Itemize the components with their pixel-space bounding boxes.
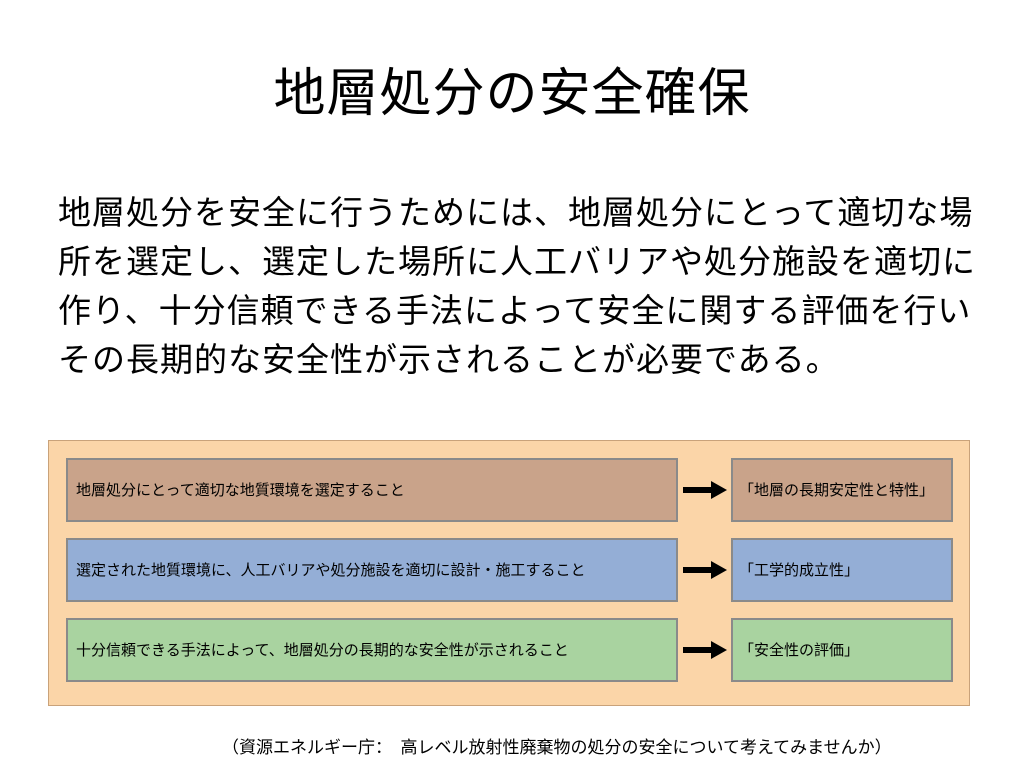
- condition-box-engineering: 選定された地質環境に、人工バリアや処分施設を適切に設計・施工すること: [66, 538, 678, 602]
- slide-title: 地層処分の安全確保: [273, 64, 751, 124]
- safety-diagram: 地層処分にとって適切な地質環境を選定すること 「地層の長期安定性と特性」 選定さ…: [48, 440, 970, 706]
- condition-box-geology: 地層処分にとって適切な地質環境を選定すること: [66, 458, 678, 522]
- result-box-geology: 「地層の長期安定性と特性」: [731, 458, 953, 522]
- right-arrow-icon: [683, 561, 727, 579]
- slide-body-text: 地層処分を安全に行うためには、地層処分にとって適切な場所を選定し、選定した場所に…: [58, 193, 976, 379]
- right-arrow-icon: [683, 641, 727, 659]
- condition-box-safety: 十分信頼できる手法によって、地層処分の長期的な安全性が示されること: [66, 618, 678, 682]
- result-box-engineering: 「工学的成立性」: [731, 538, 953, 602]
- right-arrow-icon: [683, 481, 727, 499]
- result-box-safety: 「安全性の評価」: [731, 618, 953, 682]
- source-citation: （資源エネルギー庁： 高レベル放射性廃棄物の処分の安全について考えてみませんか）: [222, 738, 892, 758]
